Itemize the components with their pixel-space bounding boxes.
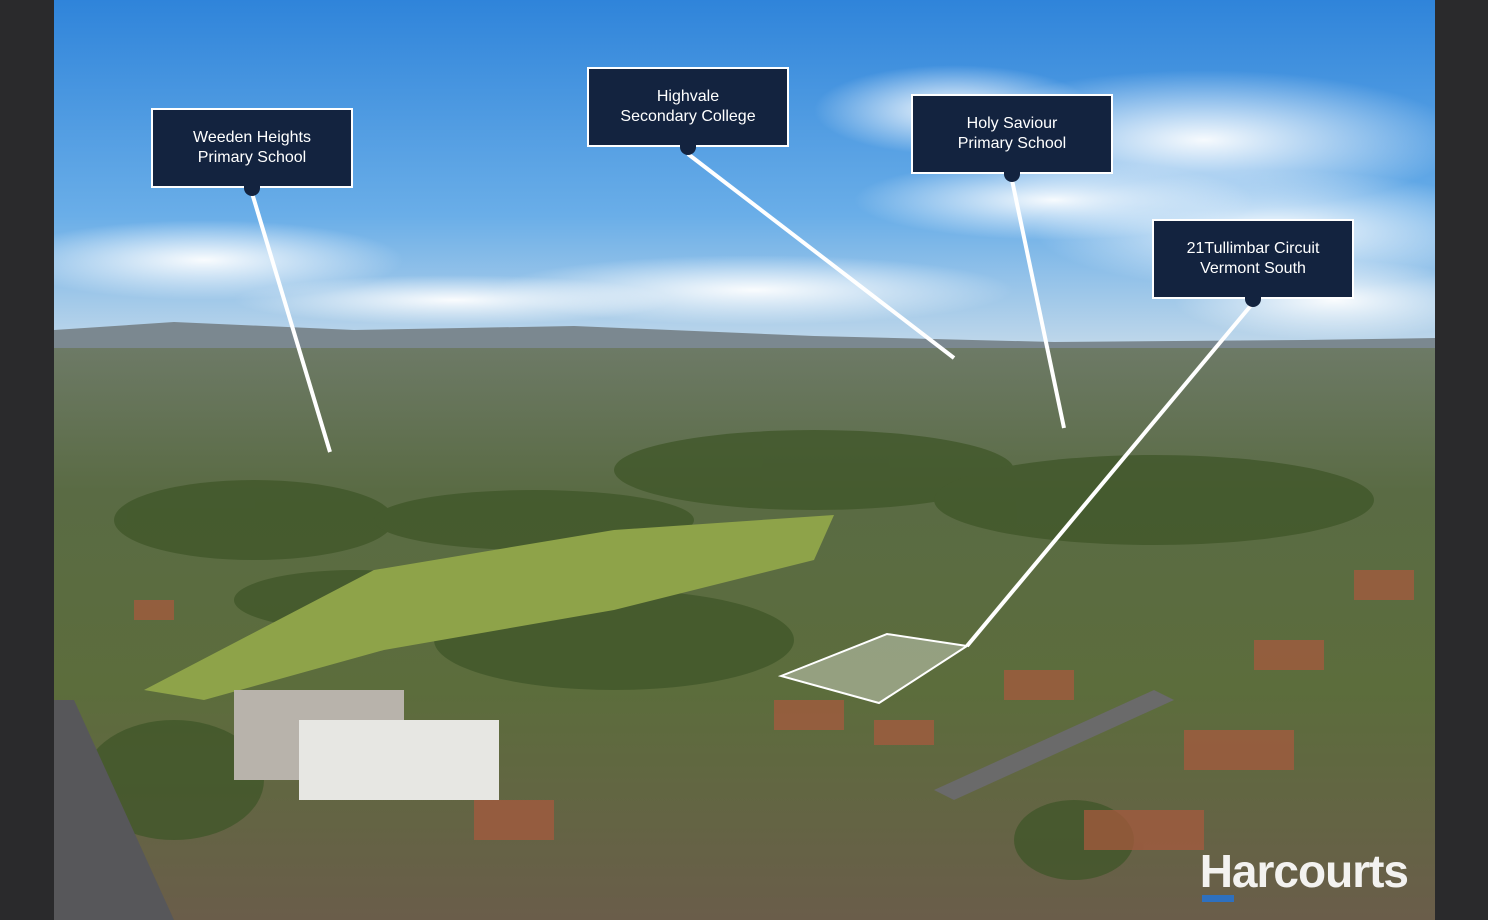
weeden-heights-primary-school-label: Weeden Heights Primary School <box>151 108 353 196</box>
harcourts-logo: Harcourts <box>1199 844 1409 902</box>
apartment-building <box>234 690 499 800</box>
highvale-secondary-college-label: Highvale Secondary College <box>587 67 789 155</box>
label-line1: Weeden Heights <box>193 129 311 146</box>
tree-clusters <box>84 430 1374 880</box>
logo-text: Harcourts <box>1199 845 1409 897</box>
aerial-photo <box>54 0 1435 920</box>
pointer-dot <box>1245 297 1261 307</box>
logo-bar <box>1201 895 1234 902</box>
label-line2: Vermont South <box>1200 260 1306 277</box>
label-line1: Highvale <box>656 88 720 105</box>
aerial-scene <box>54 0 1435 920</box>
pointer-dot <box>244 186 260 196</box>
label-line2: Primary School <box>957 135 1067 152</box>
label-line2: Primary School <box>197 149 307 166</box>
label-line2: Secondary College <box>620 108 756 125</box>
rooftops <box>134 570 1414 850</box>
pointer-lines <box>250 152 1255 648</box>
property-address-label: 21Tullimbar Circuit Vermont South <box>1152 219 1354 307</box>
label-line1: 21Tullimbar Circuit <box>1186 240 1320 257</box>
main-road <box>54 700 174 920</box>
pointer-dot <box>680 145 696 155</box>
sports-oval <box>144 515 834 700</box>
street <box>934 690 1174 800</box>
holy-saviour-primary-school-label: Holy Saviour Primary School <box>911 94 1113 182</box>
pointer-dot <box>1004 172 1020 182</box>
label-line1: Holy Saviour <box>966 115 1058 132</box>
